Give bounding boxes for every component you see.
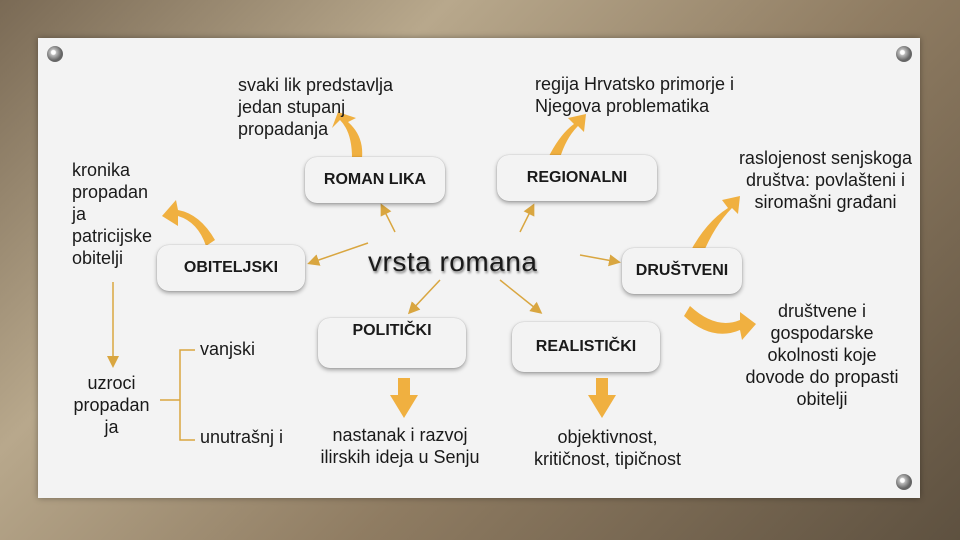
note-uzroci: uzroci propadan ja [73, 373, 150, 437]
connector-line [579, 254, 621, 267]
connector-line [499, 279, 543, 314]
box-label: REALISTIČKI [535, 338, 637, 355]
box-label: DRUŠTVENI [635, 262, 729, 279]
box-regionalni: REGIONALNI [497, 155, 657, 201]
note-objektivnost: objektivnost, kritičnost, tipičnost [533, 427, 682, 469]
box-label: REGIONALNI [526, 169, 628, 186]
box-roman-lika: ROMAN LIKA [305, 157, 445, 203]
note-regija: regija Hrvatsko primorje i Njegova probl… [535, 74, 735, 116]
down-arrow-icon [390, 378, 418, 418]
connector-line [307, 242, 369, 266]
box-label: ROMAN LIKA [323, 171, 427, 188]
box-label: POLITIČKI [352, 322, 432, 339]
note-vanjski: vanjski [200, 339, 256, 359]
pin-icon [896, 46, 912, 62]
connector-line [519, 203, 535, 233]
pin-icon [896, 474, 912, 490]
curved-arrow-icon [162, 200, 215, 246]
curved-arrow-icon [684, 306, 756, 340]
note-okolnosti: društvene i gospodarske okolnosti koje d… [745, 301, 899, 409]
box-realisticki: REALISTIČKI [512, 322, 660, 372]
note-kronika: kronika propadan ja patricijske obitelji [72, 160, 153, 268]
box-obiteljski: OBITELJSKI [157, 245, 305, 291]
box-politicki: POLITIČKI [318, 318, 466, 368]
down-arrow-icon [588, 378, 616, 418]
connector-line [380, 203, 396, 233]
connector-line [407, 279, 441, 315]
note-unutarnji: unutrašnj i [200, 427, 284, 447]
box-label: OBITELJSKI [183, 259, 279, 276]
curved-arrow-icon [332, 112, 363, 158]
box-drustveni: DRUŠTVENI [622, 248, 742, 294]
note-raslojenost: raslojenost senjskoga društva: povlašten… [738, 148, 913, 212]
pin-icon [47, 46, 63, 62]
center-topic: vrsta romana [368, 246, 538, 277]
note-ilirski: nastanak i razvoj ilirskih ideja u Senju [320, 425, 480, 467]
curved-arrow-icon [548, 114, 586, 158]
note-lik: svaki lik predstavlja jedan stupanj prop… [238, 75, 394, 139]
curved-arrow-icon [690, 196, 740, 256]
bracket-line [179, 349, 195, 441]
